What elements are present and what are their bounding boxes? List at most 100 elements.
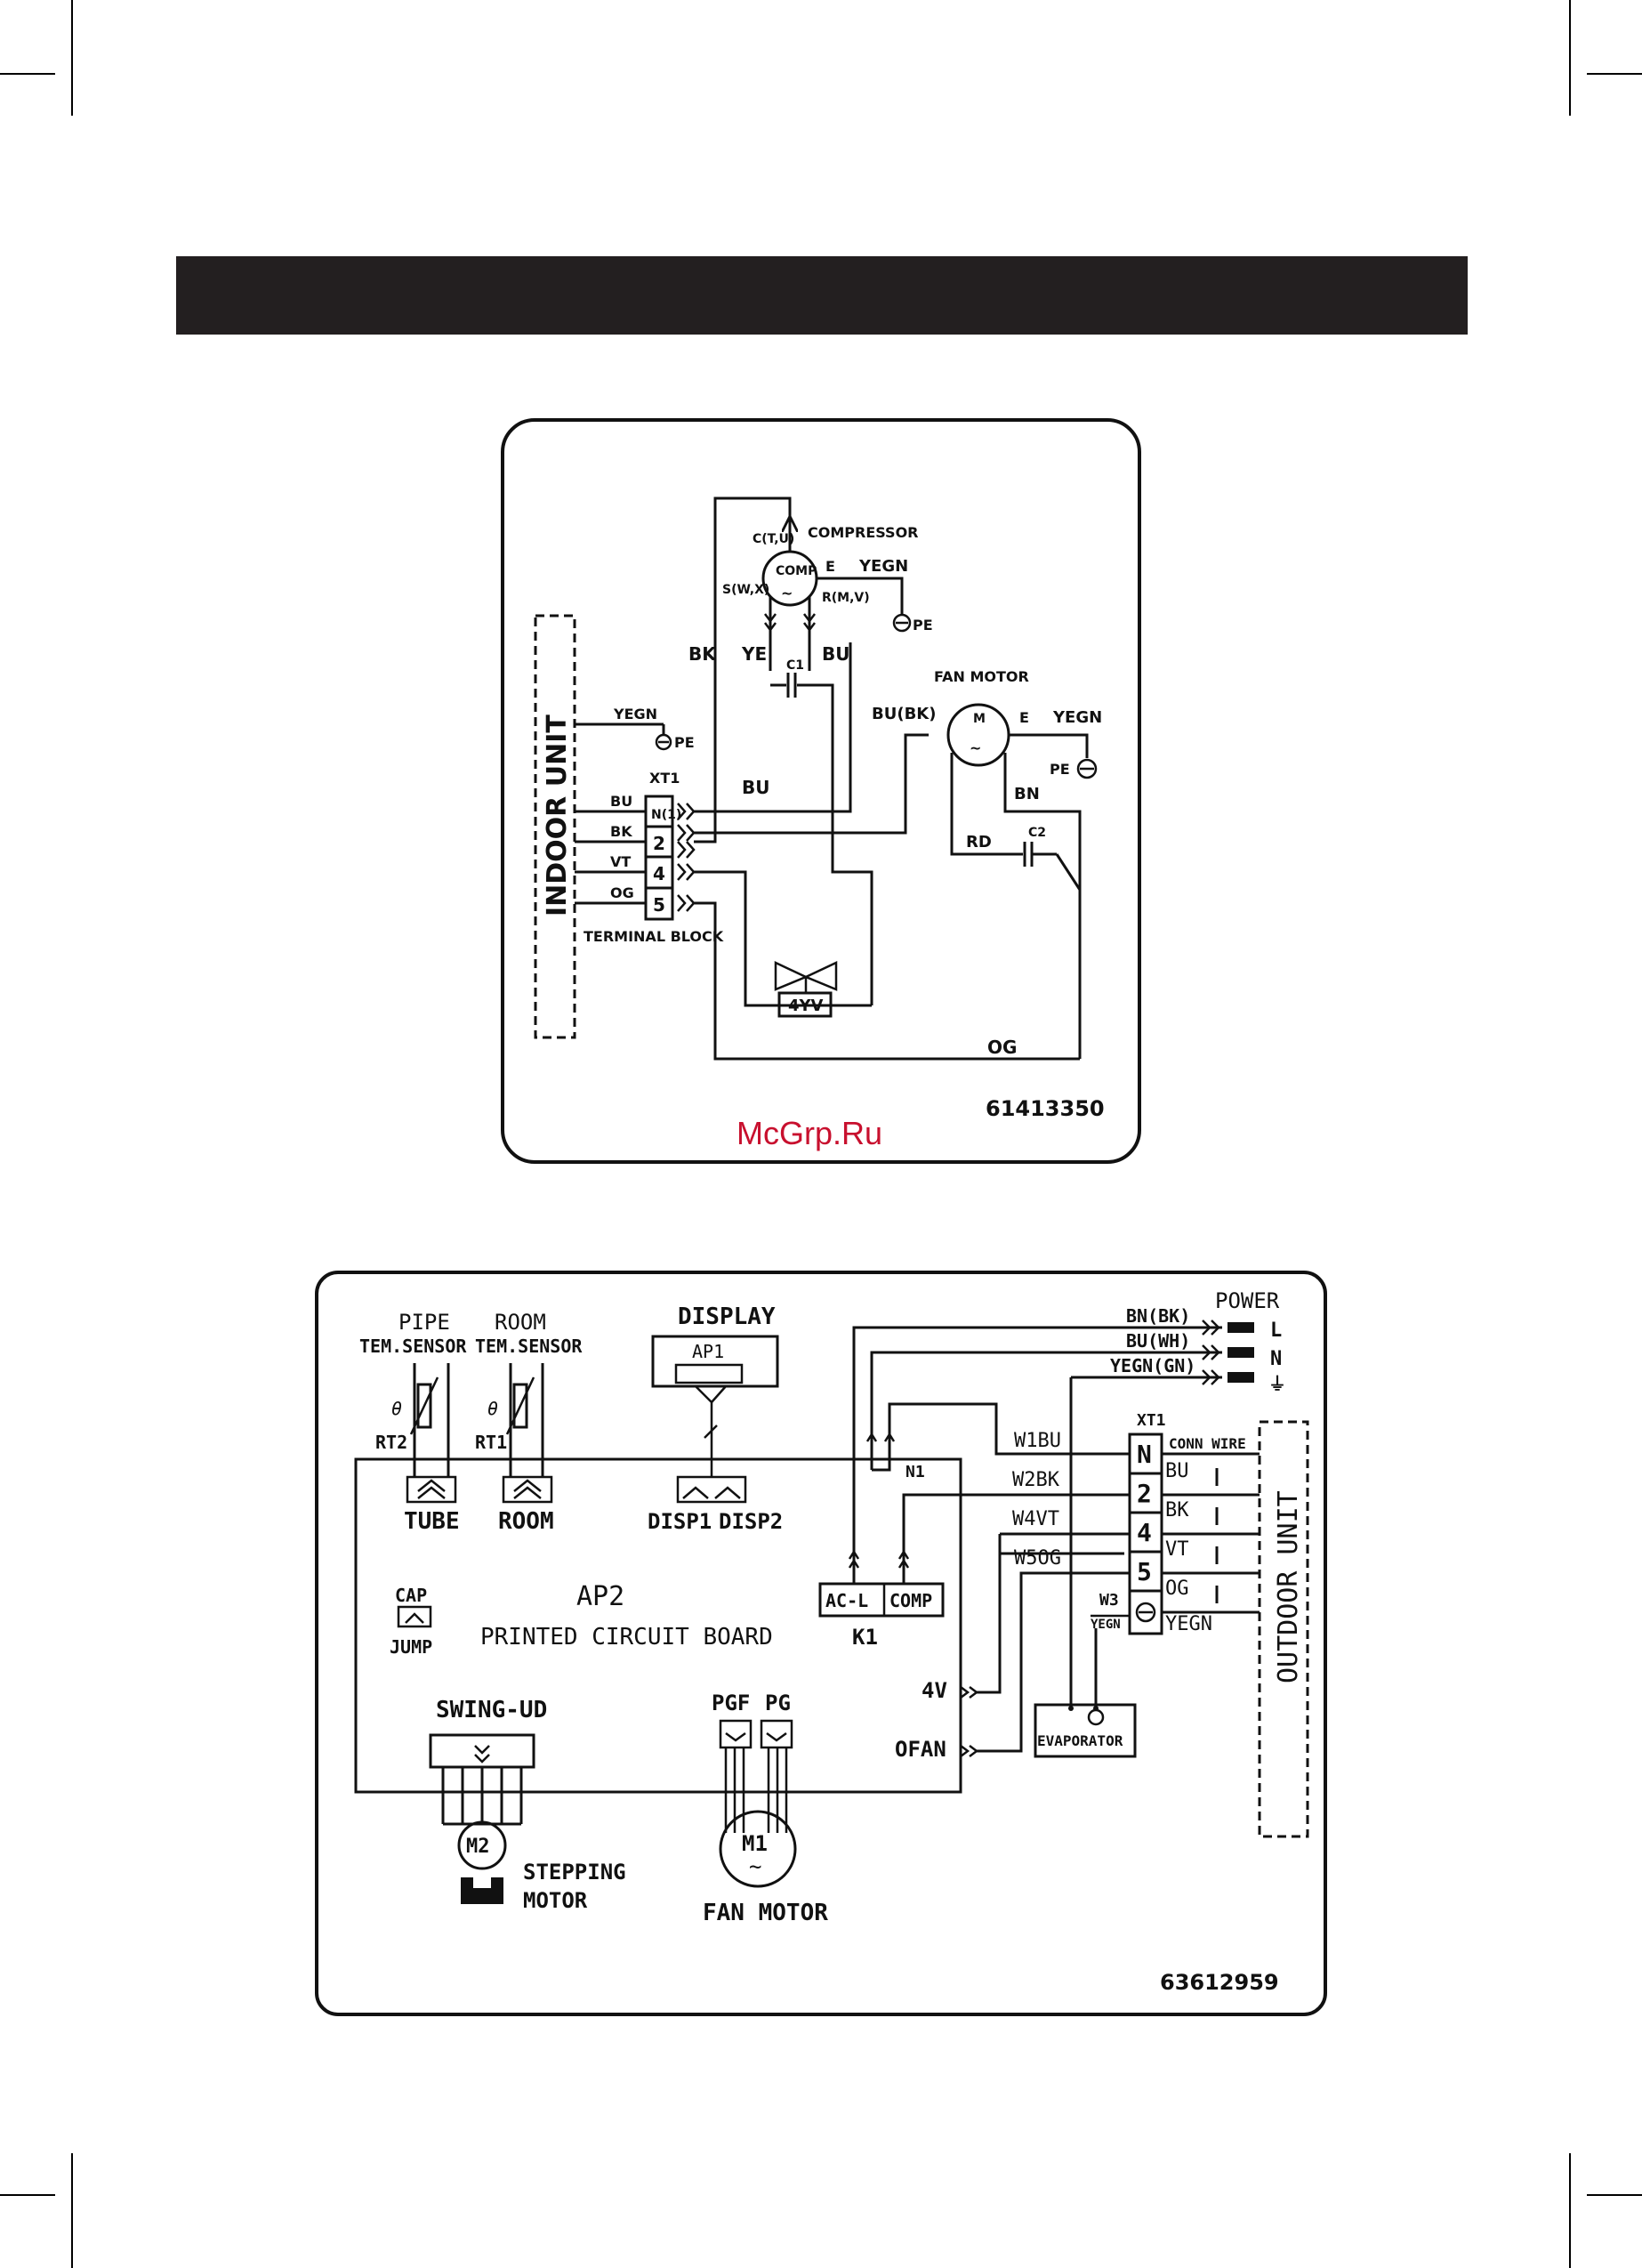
fan-motor-icon [719,1810,797,1888]
wire-label-bu-line: BU [742,777,769,798]
wire-label-yegn-comp: YEGN [858,557,908,576]
pe-fan: PE [1050,761,1070,778]
diagram-code: 61413350 [986,1096,1105,1121]
conn-wire-label: CONN WIRE [1169,1435,1246,1452]
pg-label: PG [765,1691,791,1715]
comp-label: COMP [889,1590,932,1611]
crop-mark [1587,2194,1642,2196]
fan-motor-sine: ~ [970,739,981,756]
ground-icon [892,613,912,633]
cap-label: CAP [395,1585,427,1606]
capacitor-c1-label: C1 [786,658,804,673]
theta-symbol: θ [487,1398,498,1419]
w3-label: W3 [1099,1591,1119,1610]
fan-motor-label: M [973,712,986,726]
xt1-color-bu: BU [1165,1460,1189,1482]
crop-mark [0,2194,55,2196]
ap1-label: AP1 [692,1341,724,1362]
indoor-unit-box [534,614,576,1039]
room-sensor-title: ROOM [495,1310,546,1335]
diagram-code: 63612959 [1160,1970,1279,1995]
wire-label-bk: BK [688,643,717,665]
fan-motor-title: FAN MOTOR [934,668,1029,685]
wire-label-bk: BK [610,823,632,840]
acl-label: AC-L [825,1590,868,1611]
wire-label-vt: VT [610,853,631,870]
crop-mark [0,73,55,75]
diagram-frame [501,418,1141,1164]
motor-label: MOTOR [523,1888,588,1913]
xt1-terminal-n: N [1137,1440,1152,1469]
ground-icon [1135,1602,1156,1623]
wire-label-ye: YE [741,643,767,665]
evaporator-box [1034,1703,1137,1758]
w5og-label: W5OG [1014,1547,1061,1570]
yegn-out-label: YEGN [1165,1613,1212,1635]
ap2-label: AP2 [576,1581,624,1612]
header-bar [176,256,1468,335]
ground-icon [1087,1708,1105,1726]
wire-label-rd: RD [966,833,992,852]
wire-label-yegn-unit: YEGN [613,706,657,722]
compressor-pin-e: E [825,558,835,575]
w2bk-label: W2BK [1012,1469,1060,1491]
watermark: McGrp.Ru [736,1115,882,1151]
indoor-unit-label: INDOOR UNIT [542,714,573,916]
rt1-label: RT1 [475,1432,507,1453]
rt2-label: RT2 [375,1432,407,1453]
power-ground-icon: ⏚ [1268,1373,1286,1394]
valve-label: 4YV [788,997,824,1015]
xt1-label: XT1 [1137,1411,1166,1430]
thermistor-rt1 [512,1383,528,1429]
wire-label-l: BN(BK) [1126,1305,1190,1327]
outdoor-unit-box [1258,1420,1309,1838]
terminal-block-id: XT1 [649,770,680,787]
xt1-color-og: OG [1165,1578,1189,1600]
pgf-label: PGF [712,1691,750,1715]
outdoor-wiring-diagram: INDOOR UNIT XT1 N(1) 2 4 5 TERMINAL BLOC… [501,418,1141,1164]
connector-room [502,1475,553,1504]
plug-pin-l [1227,1322,1254,1333]
relay-k1 [818,1582,945,1618]
compressor-pin-c: C(T,U) [753,532,794,546]
room-sensor-subtitle: TEM.SENSOR [475,1336,583,1357]
n1-label: N1 [906,1463,925,1481]
xt1-terminal-4: 4 [1137,1518,1152,1547]
power-title: POWER [1215,1288,1280,1313]
room-label: ROOM [498,1508,554,1535]
wire-label-yegn-fan: YEGN [1052,708,1102,727]
fan-motor-label: FAN MOTOR [703,1900,828,1926]
plug-pin-g [1227,1372,1254,1383]
w4vt-label: W4VT [1012,1508,1059,1530]
out-4v-label: 4V [922,1678,947,1703]
out-ofan-label: OFAN [895,1737,946,1762]
k1-label: K1 [852,1625,878,1650]
xt1-color-vt: VT [1165,1538,1189,1561]
power-n: N [1270,1348,1282,1370]
wire-label-n: BU(WH) [1126,1330,1190,1352]
pcb-label: PRINTED CIRCUIT BOARD [480,1624,773,1651]
connector-pg [760,1719,793,1749]
xt1-terminal-5: 5 [1137,1557,1152,1586]
stepping-motor-icon [457,1820,507,1870]
terminal-2: 2 [653,833,665,854]
wire-label-g: YEGN(GN) [1110,1355,1195,1376]
pe-unit: PE [674,734,695,751]
thermistor-rt2 [416,1383,432,1429]
wire-label-og: OG [987,1037,1017,1058]
connector-tube [406,1475,457,1504]
crop-mark [1587,73,1642,75]
jump-label: JUMP [390,1636,432,1658]
crop-mark [1569,2153,1571,2268]
indoor-wiring-diagram: PIPE TEM.SENSOR ROOM TEM.SENSOR θ RT2 TU… [315,1271,1327,2016]
stepping-label: STEPPING [523,1860,626,1885]
fan-motor-pin-e: E [1019,709,1029,726]
ground-icon [655,733,672,751]
wire-label-bu-bk: BU(BK) [872,705,936,723]
compressor-pin-r: R(M,V) [822,591,870,605]
wire-label-og: OG [610,884,634,901]
pipe-sensor-subtitle: TEM.SENSOR [359,1336,467,1357]
wire-label-bu: BU [610,793,632,810]
jumper-icon [397,1605,432,1628]
